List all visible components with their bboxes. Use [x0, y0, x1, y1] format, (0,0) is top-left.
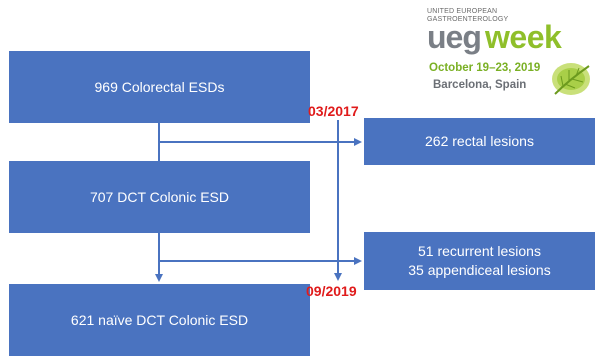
- box-dct-label: 707 DCT Colonic ESD: [89, 188, 230, 205]
- box-recurrent-label: 51 recurrent lesions: [418, 243, 541, 259]
- box-rectal-label: 262 rectal lesions: [425, 133, 534, 149]
- logo-brand-ueg: ueg: [427, 19, 482, 55]
- logo-brand-week: week: [485, 19, 562, 55]
- logo-event-dates: October 19–23, 2019: [429, 62, 541, 74]
- logo-org-line1: UNITED EUROPEAN: [427, 8, 498, 15]
- box-excluded-lesions: 51 recurrent lesions 35 appendiceal lesi…: [364, 232, 595, 290]
- logo-org-name: UNITED EUROPEAN GASTROENTEROLOGY: [427, 8, 508, 24]
- box-dct-colonic-esd: 707 DCT Colonic ESD: [9, 161, 310, 233]
- box-appendiceal-label: 35 appendiceal lesions: [408, 262, 551, 278]
- start-date-label: 03/2017: [308, 103, 359, 119]
- logo-org-line2: GASTROENTEROLOGY: [427, 16, 509, 23]
- box-naive-dct-colonic-esd: 621 naïve DCT Colonic ESD: [9, 284, 310, 356]
- end-date-label: 09/2019: [306, 283, 357, 299]
- box-naive-label: 621 naïve DCT Colonic ESD: [70, 311, 249, 328]
- box-colorectal-label: 969 Colorectal ESDs: [94, 78, 225, 95]
- box-colorectal-esds: 969 Colorectal ESDs: [9, 51, 310, 123]
- box-rectal-lesions: 262 rectal lesions: [364, 118, 595, 165]
- logo-location: Barcelona, Spain: [433, 79, 527, 91]
- ueg-week-logo: UNITED EUROPEAN GASTROENTEROLOGY ueg wee…: [427, 6, 595, 98]
- leaf-icon: [552, 63, 590, 95]
